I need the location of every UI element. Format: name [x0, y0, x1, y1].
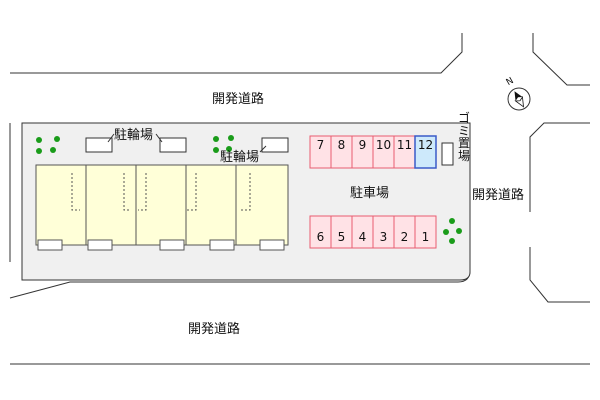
- parking-slot-number: 3: [380, 230, 388, 244]
- bike-parking-label-2: 駐輪場: [220, 150, 260, 165]
- parking-slot-number: 5: [338, 230, 346, 244]
- building-unit-3: [135, 164, 189, 246]
- trash-area-label: ゴミ置場: [457, 111, 470, 163]
- building-unit-4: [185, 164, 239, 246]
- balcony-3: [159, 239, 185, 251]
- trash-area-box: [441, 142, 454, 166]
- parking-slot-number: 1: [422, 230, 430, 244]
- parking-slot-number: 10: [376, 138, 391, 152]
- parking-slot-number: 7: [317, 138, 325, 152]
- parking-slot-number: 4: [359, 230, 367, 244]
- building-unit-2: [85, 164, 139, 246]
- parking-slot-number: 12: [418, 138, 433, 152]
- road-right-lower-edge: [529, 247, 590, 303]
- bike-rack-1b: [159, 137, 187, 153]
- parking-lot-label: 駐車場: [350, 186, 390, 201]
- tree-icon: [36, 137, 42, 143]
- road-top-right-edge: [532, 33, 590, 86]
- bike-rack-2: [261, 137, 289, 153]
- tree-icon: [449, 218, 455, 224]
- parking-slot-12: [414, 135, 437, 169]
- bike-rack-1a: [85, 137, 113, 153]
- tree-icon: [213, 136, 219, 142]
- tree-icon: [456, 228, 462, 234]
- building-unit-5: [235, 164, 289, 246]
- road-label-right: 開発道路: [472, 188, 525, 203]
- road-top-edge: [10, 33, 463, 74]
- tree-icon: [36, 148, 42, 154]
- trees: [36, 135, 462, 244]
- bike-racks: [85, 137, 289, 153]
- balcony-4: [209, 239, 235, 251]
- tree-icon: [449, 238, 455, 244]
- road-label-top: 開発道路: [212, 92, 265, 107]
- building-unit-1: [35, 164, 89, 246]
- building-balconies: [37, 239, 285, 251]
- building-units: [35, 164, 289, 246]
- balcony-1: [37, 239, 63, 251]
- tree-icon: [226, 146, 232, 152]
- road-right-edge: [529, 122, 590, 212]
- tree-icon: [50, 147, 56, 153]
- tree-icon: [54, 136, 60, 142]
- tree-icon: [443, 229, 449, 235]
- balcony-2: [87, 239, 113, 251]
- parking-slot-number: 8: [338, 138, 346, 152]
- bike-label-leaders: [107, 133, 267, 153]
- parking-slot-number: 2: [401, 230, 409, 244]
- parking-slot-number: 11: [397, 138, 412, 152]
- tree-icon: [213, 147, 219, 153]
- road-label-bottom: 開発道路: [188, 322, 241, 337]
- bike-parking-label-1: 駐輪場: [114, 128, 154, 143]
- tree-icon: [228, 135, 234, 141]
- parking-slot-number: 6: [317, 230, 325, 244]
- compass-north-icon: [507, 87, 531, 111]
- building-dashed-lines: [71, 173, 251, 211]
- balcony-5: [259, 239, 285, 251]
- parking-slot-number: 9: [359, 138, 367, 152]
- parking-slot-1: [414, 215, 437, 249]
